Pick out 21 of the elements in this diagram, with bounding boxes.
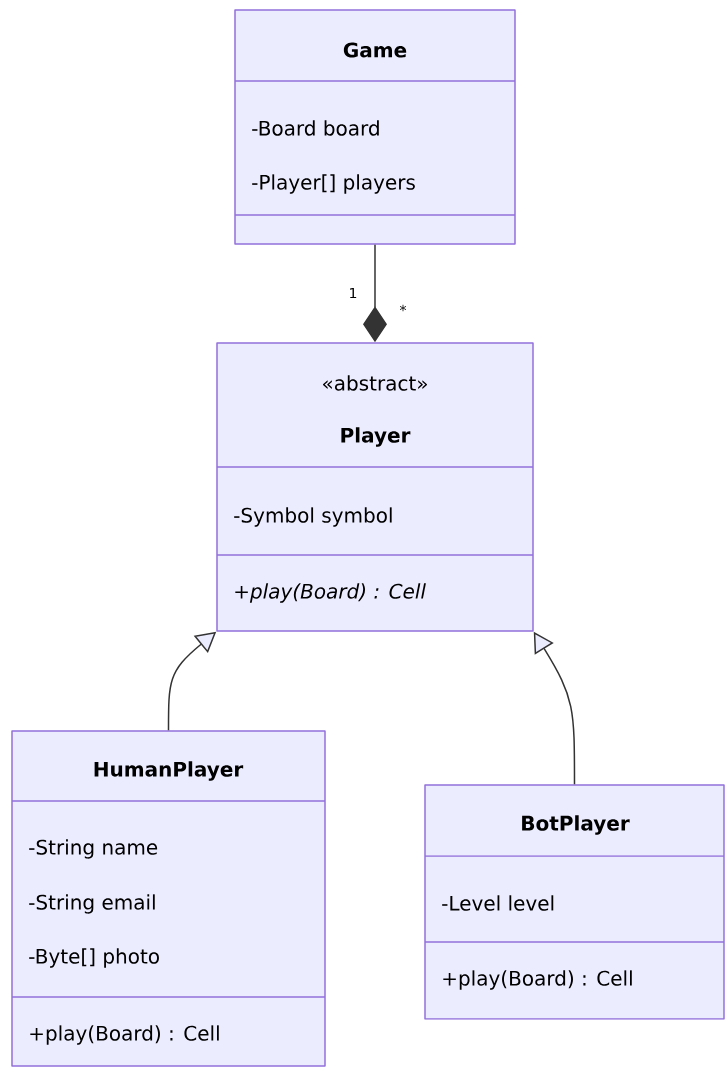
multiplicity-label: 1 [350, 287, 357, 299]
method-text: +play(Board) : Cell [443, 970, 632, 990]
attribute-text: -Symbol symbol [234, 507, 392, 527]
class-box [11, 730, 326, 1067]
class-name: Player [341, 427, 411, 447]
class-box [424, 784, 725, 1020]
attribute-text: -Player[] players [252, 174, 415, 194]
method-text: +play(Board) : Cell [30, 1025, 219, 1045]
class-name: HumanPlayer [94, 761, 244, 781]
class-name: BotPlayer [522, 815, 630, 835]
attribute-text: -String name [29, 839, 158, 859]
multiplicity-label: * [399, 304, 407, 312]
attribute-text: -Byte[] photo [29, 948, 159, 968]
stereotype-label: «abstract» [323, 375, 427, 391]
class-box [216, 342, 534, 632]
method-text: +play(Board) : Cell [235, 583, 426, 603]
attribute-text: -Board board [252, 120, 379, 136]
attribute-text: -Level level [442, 895, 554, 911]
attribute-text: -String email [29, 894, 155, 914]
class-name: Game [343, 42, 407, 58]
class-box [234, 9, 516, 245]
